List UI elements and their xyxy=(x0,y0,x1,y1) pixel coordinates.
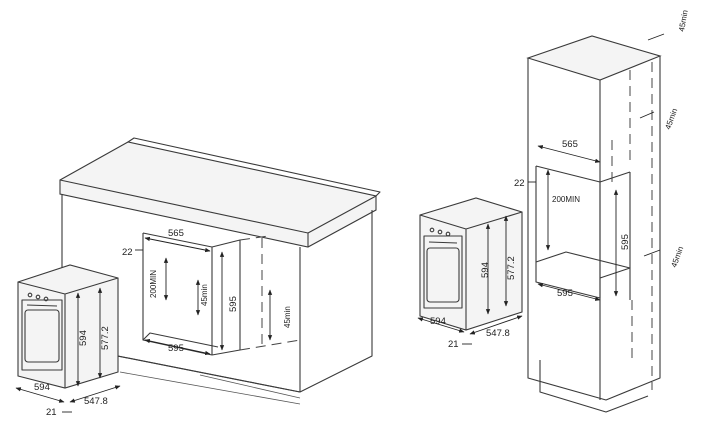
countertop xyxy=(59,141,377,248)
oven-handle-right xyxy=(428,241,458,244)
label-45min-top: 45min xyxy=(677,9,690,32)
label-594-width: 594 xyxy=(34,382,50,393)
label-21: 21 xyxy=(46,407,57,418)
label-577-r: 577.2 xyxy=(506,256,517,280)
label-45min-low: 45min xyxy=(669,245,685,269)
label-200min-right: 200MIN xyxy=(552,195,580,204)
oven-edges-right xyxy=(419,211,523,330)
label-594-width-r: 594 xyxy=(430,316,446,327)
oven-door-right xyxy=(423,235,463,309)
label-594-height-r: 594 xyxy=(480,262,491,278)
dim-line-547 xyxy=(69,385,121,403)
label-45min-b: 45min xyxy=(283,306,292,328)
column-body xyxy=(527,56,661,401)
label-577: 577.2 xyxy=(100,326,111,350)
dim-line-45min-mid xyxy=(639,111,655,119)
label-594-height: 594 xyxy=(78,330,89,346)
dim-line-594-width-r xyxy=(417,317,465,333)
label-595-horizontal: 595 xyxy=(168,343,184,354)
column-top xyxy=(526,35,662,81)
left-oven: 594 577.2 594 547.8 21 xyxy=(15,264,121,418)
dim-line-565 xyxy=(144,236,211,253)
label-595-vertical: 595 xyxy=(228,296,239,312)
oven-edges xyxy=(17,277,119,388)
floor-lines xyxy=(119,371,301,405)
oven-body-right xyxy=(419,197,523,331)
oven-door xyxy=(21,299,63,371)
oven-window xyxy=(24,309,60,363)
cutout-side xyxy=(211,239,241,356)
counter-backsplash xyxy=(127,137,381,197)
label-595-right-h: 595 xyxy=(557,288,573,299)
dim-line-45min-top xyxy=(647,33,665,41)
label-565: 565 xyxy=(168,228,184,239)
label-22: 22 xyxy=(122,247,133,258)
column-cutout-sides xyxy=(599,172,631,300)
label-22-right: 22 xyxy=(514,178,525,189)
oven-knob-right-2 xyxy=(437,229,443,235)
oven-knob-2 xyxy=(35,294,41,300)
label-45min: 45min xyxy=(200,284,209,306)
column-plinth xyxy=(539,360,649,413)
label-45min-mid: 45min xyxy=(663,107,679,131)
label-595-right-v: 595 xyxy=(620,234,631,250)
cutout-bottom-dashed xyxy=(239,339,301,351)
oven-knob-right-1 xyxy=(429,227,435,233)
dim-line-595-right-h xyxy=(537,283,601,301)
label-21-r: 21 xyxy=(448,339,459,350)
dim-line-547-r xyxy=(469,315,523,335)
label-565-right: 565 xyxy=(562,139,578,150)
label-200min: 200MIN xyxy=(149,270,158,298)
label-547-r: 547.8 xyxy=(486,328,510,339)
left-dimensions: 565 22 200MIN 45min 595 45min 595 xyxy=(122,228,292,356)
dim-line-595-horizontal xyxy=(144,338,211,356)
right-oven: 594 577.2 594 547.8 21 xyxy=(417,197,523,350)
oven-knob-right-3 xyxy=(445,231,451,237)
label-547: 547.8 xyxy=(84,396,108,407)
dim-line-45min-low xyxy=(643,249,661,257)
oven-knob-1 xyxy=(27,292,33,298)
cutout-top-dashed xyxy=(239,235,269,241)
oven-window-right xyxy=(426,247,460,303)
oven-handle xyxy=(26,304,58,307)
oven-body xyxy=(17,264,119,389)
dim-line-565-right xyxy=(537,145,601,163)
dim-line-594-width xyxy=(15,387,65,403)
oven-knob-3 xyxy=(43,296,49,302)
